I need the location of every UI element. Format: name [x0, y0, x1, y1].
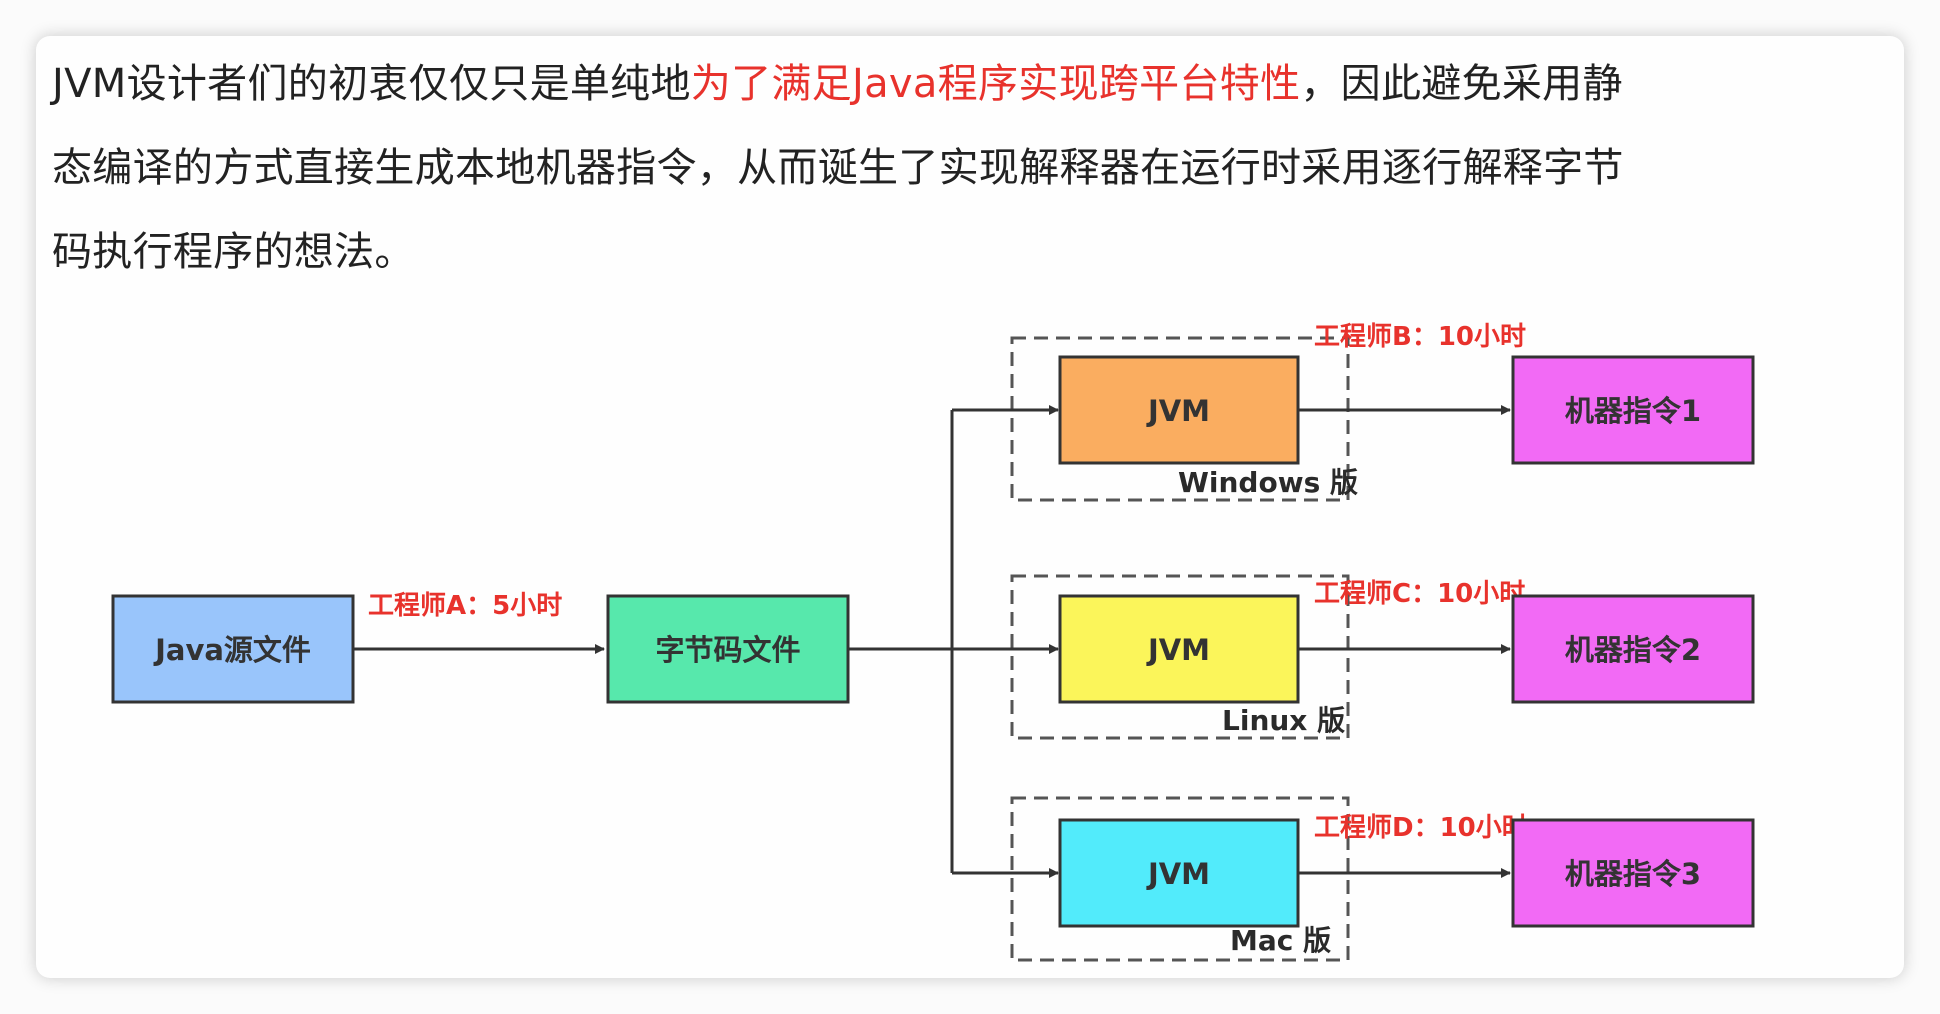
instr1-box [1511, 355, 1755, 465]
mac-version-label: Mac 版 [1230, 924, 1331, 957]
paragraph-highlight: 为了满足Java程序实现跨平台特性 [690, 61, 1301, 107]
paragraph-line-3: 码执行程序的想法。 [52, 229, 415, 275]
jvm-mac-label: JVM [1146, 857, 1210, 891]
mac-group-box [1010, 796, 1350, 962]
linux-group-box [1010, 574, 1350, 740]
windows-version-label: Windows 版 [1178, 466, 1358, 499]
jvm-linux-label: JVM [1146, 633, 1210, 667]
instr3-label: 机器指令3 [1565, 857, 1701, 891]
instr1-label: 机器指令1 [1565, 394, 1701, 428]
engineer-a-label: 工程师A：5小时 [368, 591, 562, 621]
intro-paragraph: JVM设计者们的初衷仅仅只是单纯地为了满足Java程序实现跨平台特性，因此避免采… [52, 42, 1898, 294]
jvm-mac-box [1058, 818, 1300, 928]
paragraph-text: JVM设计者们的初衷仅仅只是单纯地 [52, 61, 691, 107]
instr3-box [1511, 818, 1755, 928]
windows-group-box [1010, 336, 1350, 502]
paragraph-text: ，因此避免采用静 [1300, 61, 1623, 107]
linux-version-label: Linux 版 [1222, 704, 1345, 737]
engineer-c-label: 工程师C：10小时 [1314, 579, 1525, 609]
engineer-d-label: 工程师D：10小时 [1314, 813, 1528, 843]
java-source-label: Java源文件 [153, 633, 311, 667]
jvm-windows-box [1058, 355, 1300, 465]
bytecode-label: 字节码文件 [655, 633, 800, 667]
engineer-b-label: 工程师B：10小时 [1314, 322, 1526, 352]
instr2-label: 机器指令2 [1565, 633, 1701, 667]
paragraph-line-2: 态编译的方式直接生成本地机器指令，从而诞生了实现解释器在运行时采用逐行解释字节 [52, 145, 1624, 191]
connectors [353, 405, 1511, 878]
jvm-windows-label: JVM [1146, 394, 1210, 428]
instr2-box [1511, 594, 1755, 704]
java-source-box [111, 594, 355, 704]
bytecode-box [606, 594, 850, 704]
paragraph-line-1: JVM设计者们的初衷仅仅只是单纯地为了满足Java程序实现跨平台特性，因此避免采… [52, 42, 1898, 126]
jvm-linux-box [1058, 594, 1300, 704]
